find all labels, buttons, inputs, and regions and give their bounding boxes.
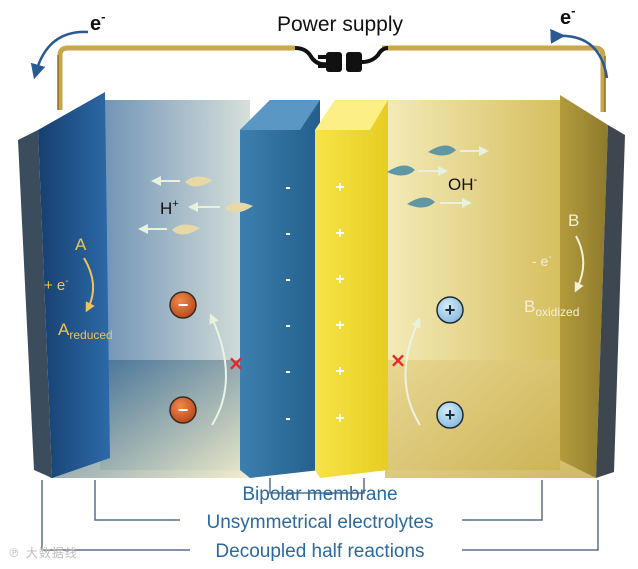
electron-label-left: e- (90, 9, 105, 35)
left-half-reaction: A + e- Areduced (44, 235, 113, 342)
membrane-minus-charge: - (285, 179, 290, 196)
electron-gain-label: + e- (44, 276, 69, 294)
right-half-reaction: B - e- Boxidized (524, 211, 585, 319)
h-plus-drop (172, 224, 200, 235)
product-a-reduced-label: Areduced (58, 320, 113, 342)
h-plus-drop (225, 202, 253, 213)
caption-decoupled-half-reactions: Decoupled half reactions (215, 541, 424, 562)
captions: Bipolar membrane Unsymmetrical electroly… (207, 484, 434, 562)
membrane-minus-charge: - (285, 271, 290, 288)
reactant-b-label: B (568, 211, 579, 230)
reduction-arrow (83, 257, 95, 313)
membrane-plus-charge: + (335, 410, 344, 427)
oh-minus-drop (428, 145, 456, 156)
cation-blocked-cross: × (390, 348, 407, 372)
membrane-plus-charge: + (335, 271, 344, 288)
oh-minus-drop (387, 165, 415, 176)
right-electrode-edge (596, 125, 625, 478)
product-b-oxidized-label: Boxidized (524, 297, 579, 319)
caption-unsymmetrical-electrolytes: Unsymmetrical electrolytes (207, 512, 434, 533)
oh-minus-label: OH- (448, 174, 478, 194)
oxidation-arrow (574, 235, 585, 293)
anion-crossover-blocked: − − × (169, 291, 245, 426)
h-plus-drop (185, 176, 213, 187)
cation-path-arrow (404, 317, 421, 426)
membrane-plus-charge: + (335, 179, 344, 196)
caption-bipolar-membrane: Bipolar membrane (242, 484, 397, 505)
right-electrode (560, 95, 608, 478)
oh-minus-drops (387, 145, 489, 208)
cation-charge-top: + (445, 300, 456, 320)
reactant-a-label: A (75, 235, 87, 254)
membrane-minus-charge: - (285, 363, 290, 380)
cation-ball-bottom (436, 401, 464, 429)
cation-charge-bottom: + (445, 405, 456, 425)
anion-charge-top: − (178, 295, 189, 315)
left-electrode (38, 92, 110, 478)
anion-ball-bottom (169, 396, 197, 424)
membrane-plus-charge: + (335, 317, 344, 334)
membrane-plus-charge: + (335, 225, 344, 242)
membrane-plus-charge: + (335, 363, 344, 380)
watermark: ℗ 大数据线 (8, 546, 78, 560)
caption-brackets (41, 478, 599, 551)
membrane-cation-layer (315, 100, 388, 478)
membrane-minus-charge: - (285, 225, 290, 242)
power-plug-icon (294, 46, 389, 72)
bracket-decoupled-half-reactions (41, 480, 599, 551)
membrane-fixed-charges: - - - - - - + + + + + + (285, 179, 344, 427)
oh-minus-drop (407, 197, 435, 208)
membrane-anion-layer (240, 100, 320, 478)
cation-ball-top (436, 296, 464, 324)
power-supply-label: Power supply (277, 13, 404, 36)
electron-label-right: e- (560, 3, 575, 29)
anion-blocked-cross: × (228, 351, 245, 375)
electron-arrow-left (30, 30, 89, 80)
h-plus-label: H+ (160, 198, 179, 218)
right-floor (385, 360, 595, 478)
membrane-minus-charge: - (285, 317, 290, 334)
membrane-cation-top (315, 100, 388, 130)
left-electrode-edge (18, 130, 52, 478)
electron-arrow-right (550, 28, 609, 79)
membrane-minus-charge: - (285, 410, 290, 427)
bracket-unsymmetrical-electrolytes (94, 480, 543, 521)
h-plus-drops (138, 176, 253, 235)
anion-ball-top (169, 291, 197, 319)
anion-path-arrow (209, 313, 227, 426)
membrane-anion-top (240, 100, 320, 130)
cation-crossover-blocked: + + × (390, 296, 464, 429)
bracket-bipolar-membrane (269, 478, 365, 494)
electron-loss-label: - e- (532, 252, 552, 269)
anion-charge-bottom: − (178, 400, 189, 420)
